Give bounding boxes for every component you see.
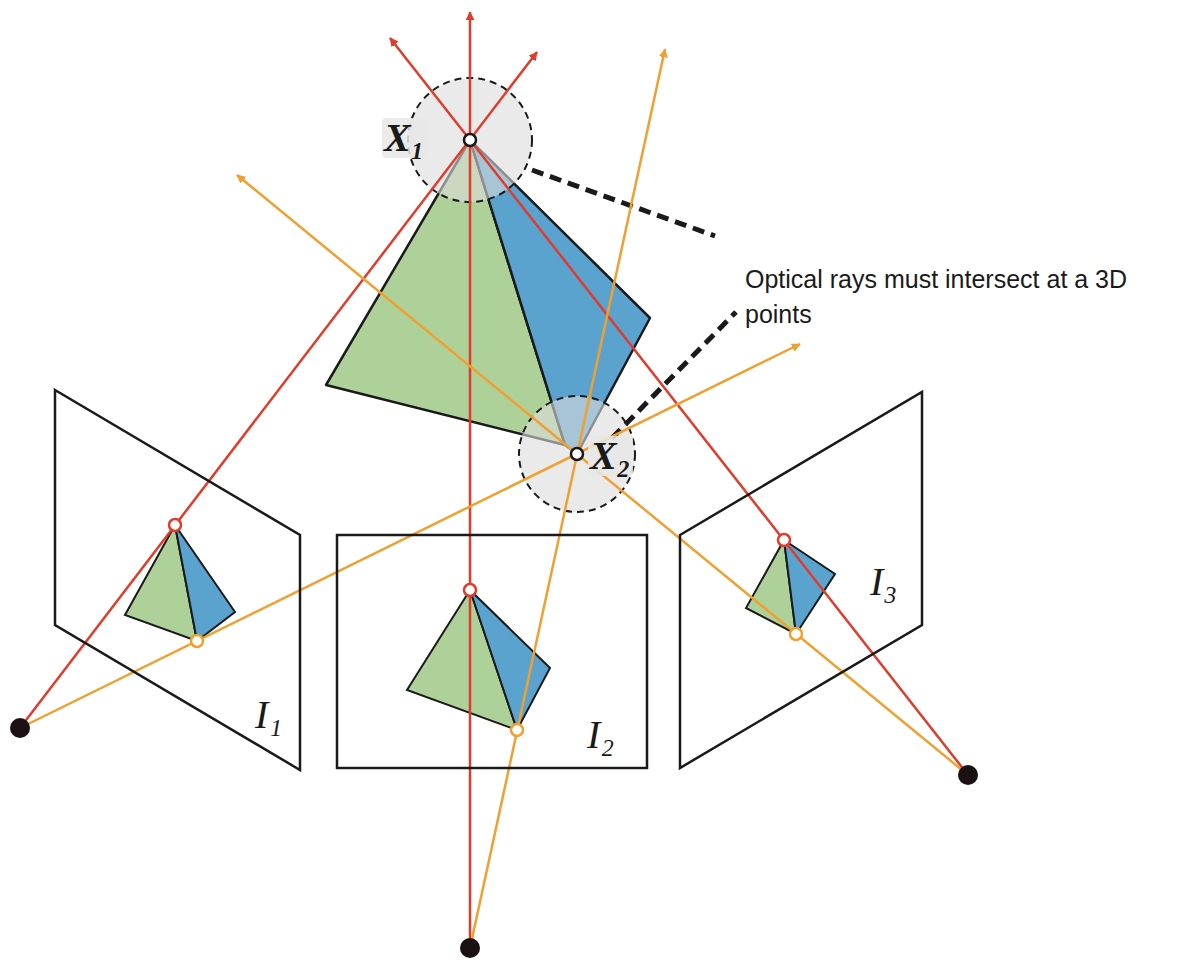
point-highlight: [519, 396, 635, 512]
image-plane: I₃: [680, 392, 922, 768]
point-label: X₁: [382, 118, 427, 158]
plane-label: I₂: [587, 715, 614, 755]
leader-line: [532, 170, 715, 236]
camera-center: [10, 718, 978, 958]
optical-ray: [20, 12, 968, 948]
scene-point: [571, 448, 583, 460]
projected-pyramid: [125, 525, 835, 730]
point-label: X₂: [588, 436, 633, 476]
plane-outline: [55, 390, 300, 770]
image-point: [169, 519, 802, 736]
optical-ray: [20, 49, 968, 948]
plane-outline: [337, 535, 647, 768]
leader-line: [612, 312, 736, 438]
plane-label: I₁: [255, 695, 282, 735]
image-plane: I₂: [337, 535, 647, 768]
plane-label: I₃: [870, 562, 897, 602]
callout-note: Optical rays must intersect at a 3D poin…: [745, 262, 1165, 332]
plane-outline: [680, 392, 922, 768]
scene-point: [464, 134, 476, 146]
image-plane: I₁: [55, 390, 300, 770]
